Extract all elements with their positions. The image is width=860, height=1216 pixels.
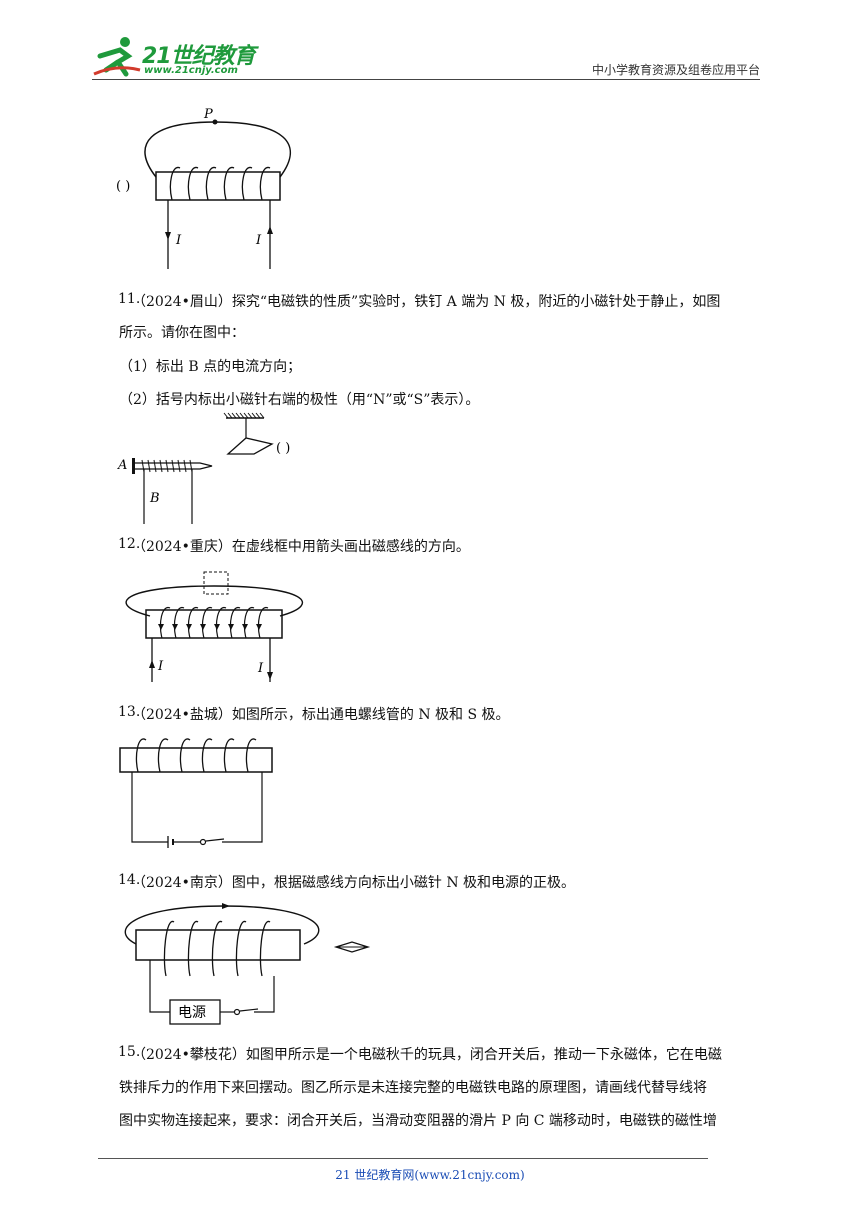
- dashed-box: [203, 571, 229, 595]
- brand-url: www.21cnjy.com: [144, 65, 238, 76]
- question-text: （2024•眉山）探究“电磁铁的性质”实验时，铁钉 A 端为 N 极，附近的小磁…: [132, 294, 721, 310]
- label-current-left: I: [175, 233, 182, 248]
- question-text: （1）标出 B 点的电流方向；: [119, 359, 302, 375]
- footer-text: 21 世纪教育网(www.21cnjy.com): [335, 1168, 525, 1182]
- label-a: A: [117, 458, 127, 473]
- brand-name: 21世纪教育: [142, 44, 256, 69]
- question-text: （2024•南京）图中，根据磁感线方向标出小磁针 N 极和电源的正极。: [132, 875, 576, 891]
- answer-bracket: ( ): [276, 441, 290, 456]
- figure-q11-nail-magnet: ( ) A B: [117, 412, 290, 524]
- arrow-up-icon: [149, 660, 155, 668]
- figure-q10-solenoid: P ( ) I I: [116, 107, 291, 269]
- question-text: 所示。请你在图中：: [119, 325, 245, 341]
- arrow-up-icon: [267, 226, 273, 234]
- label-current-right: I: [255, 233, 262, 248]
- arrow-right-icon: [222, 903, 230, 909]
- figure-q12-solenoid: I I: [125, 571, 303, 682]
- label-p: P: [203, 107, 213, 122]
- runner-logo-icon: [93, 37, 141, 77]
- point-p-marker: [212, 119, 218, 125]
- question-text: 铁排斥力的作用下来回摆动。图乙所示是未连接完整的电磁铁电路的原理图，请画线代替导…: [119, 1080, 707, 1096]
- question-number: 15.: [118, 1044, 141, 1060]
- figure-q13-circuit: [119, 738, 273, 848]
- label-current-right: I: [257, 661, 264, 676]
- figure-q14-circuit: 电源: [124, 903, 371, 1025]
- question-text: （2024•重庆）在虚线框中用箭头画出磁感线的方向。: [132, 539, 470, 555]
- arrow-down-icon: [267, 672, 273, 680]
- compass-needle-icon: [226, 437, 274, 455]
- question-text: （2）括号内标出小磁针右端的极性（用“N”或“S”表示）。: [119, 392, 480, 408]
- question-text: 图中实物连接起来，要求：闭合开关后，当滑动变阻器的滑片 P 向 C 端移动时，电…: [119, 1113, 717, 1129]
- answer-bracket: ( ): [116, 179, 130, 194]
- switch-icon: [233, 1008, 241, 1016]
- power-source-label: 电源: [178, 1005, 206, 1021]
- page-header: 21世纪教育 www.21cnjy.com 中小学教育资源及组卷应用平台: [92, 34, 760, 80]
- question-text: （2024•盐城）如图所示，标出通电螺线管的 N 极和 S 极。: [132, 707, 510, 723]
- header-tagline: 中小学教育资源及组卷应用平台: [591, 63, 760, 77]
- footer-divider: [98, 1158, 708, 1159]
- question-number: 12.: [118, 536, 141, 552]
- question-text: （2024•攀枝花）如图甲所示是一个电磁秋千的玩具，闭合开关后，推动一下永磁体，…: [132, 1047, 722, 1063]
- label-b: B: [149, 491, 160, 506]
- question-number: 13.: [118, 704, 141, 720]
- question-number: 11.: [118, 291, 141, 307]
- site-logo: 21世纪教育 www.21cnjy.com: [92, 34, 272, 80]
- arrow-down-icon: [165, 232, 171, 240]
- header-divider: [92, 79, 760, 80]
- question-number: 14.: [118, 872, 141, 888]
- label-current-left: I: [157, 659, 164, 674]
- switch-icon: [199, 838, 207, 846]
